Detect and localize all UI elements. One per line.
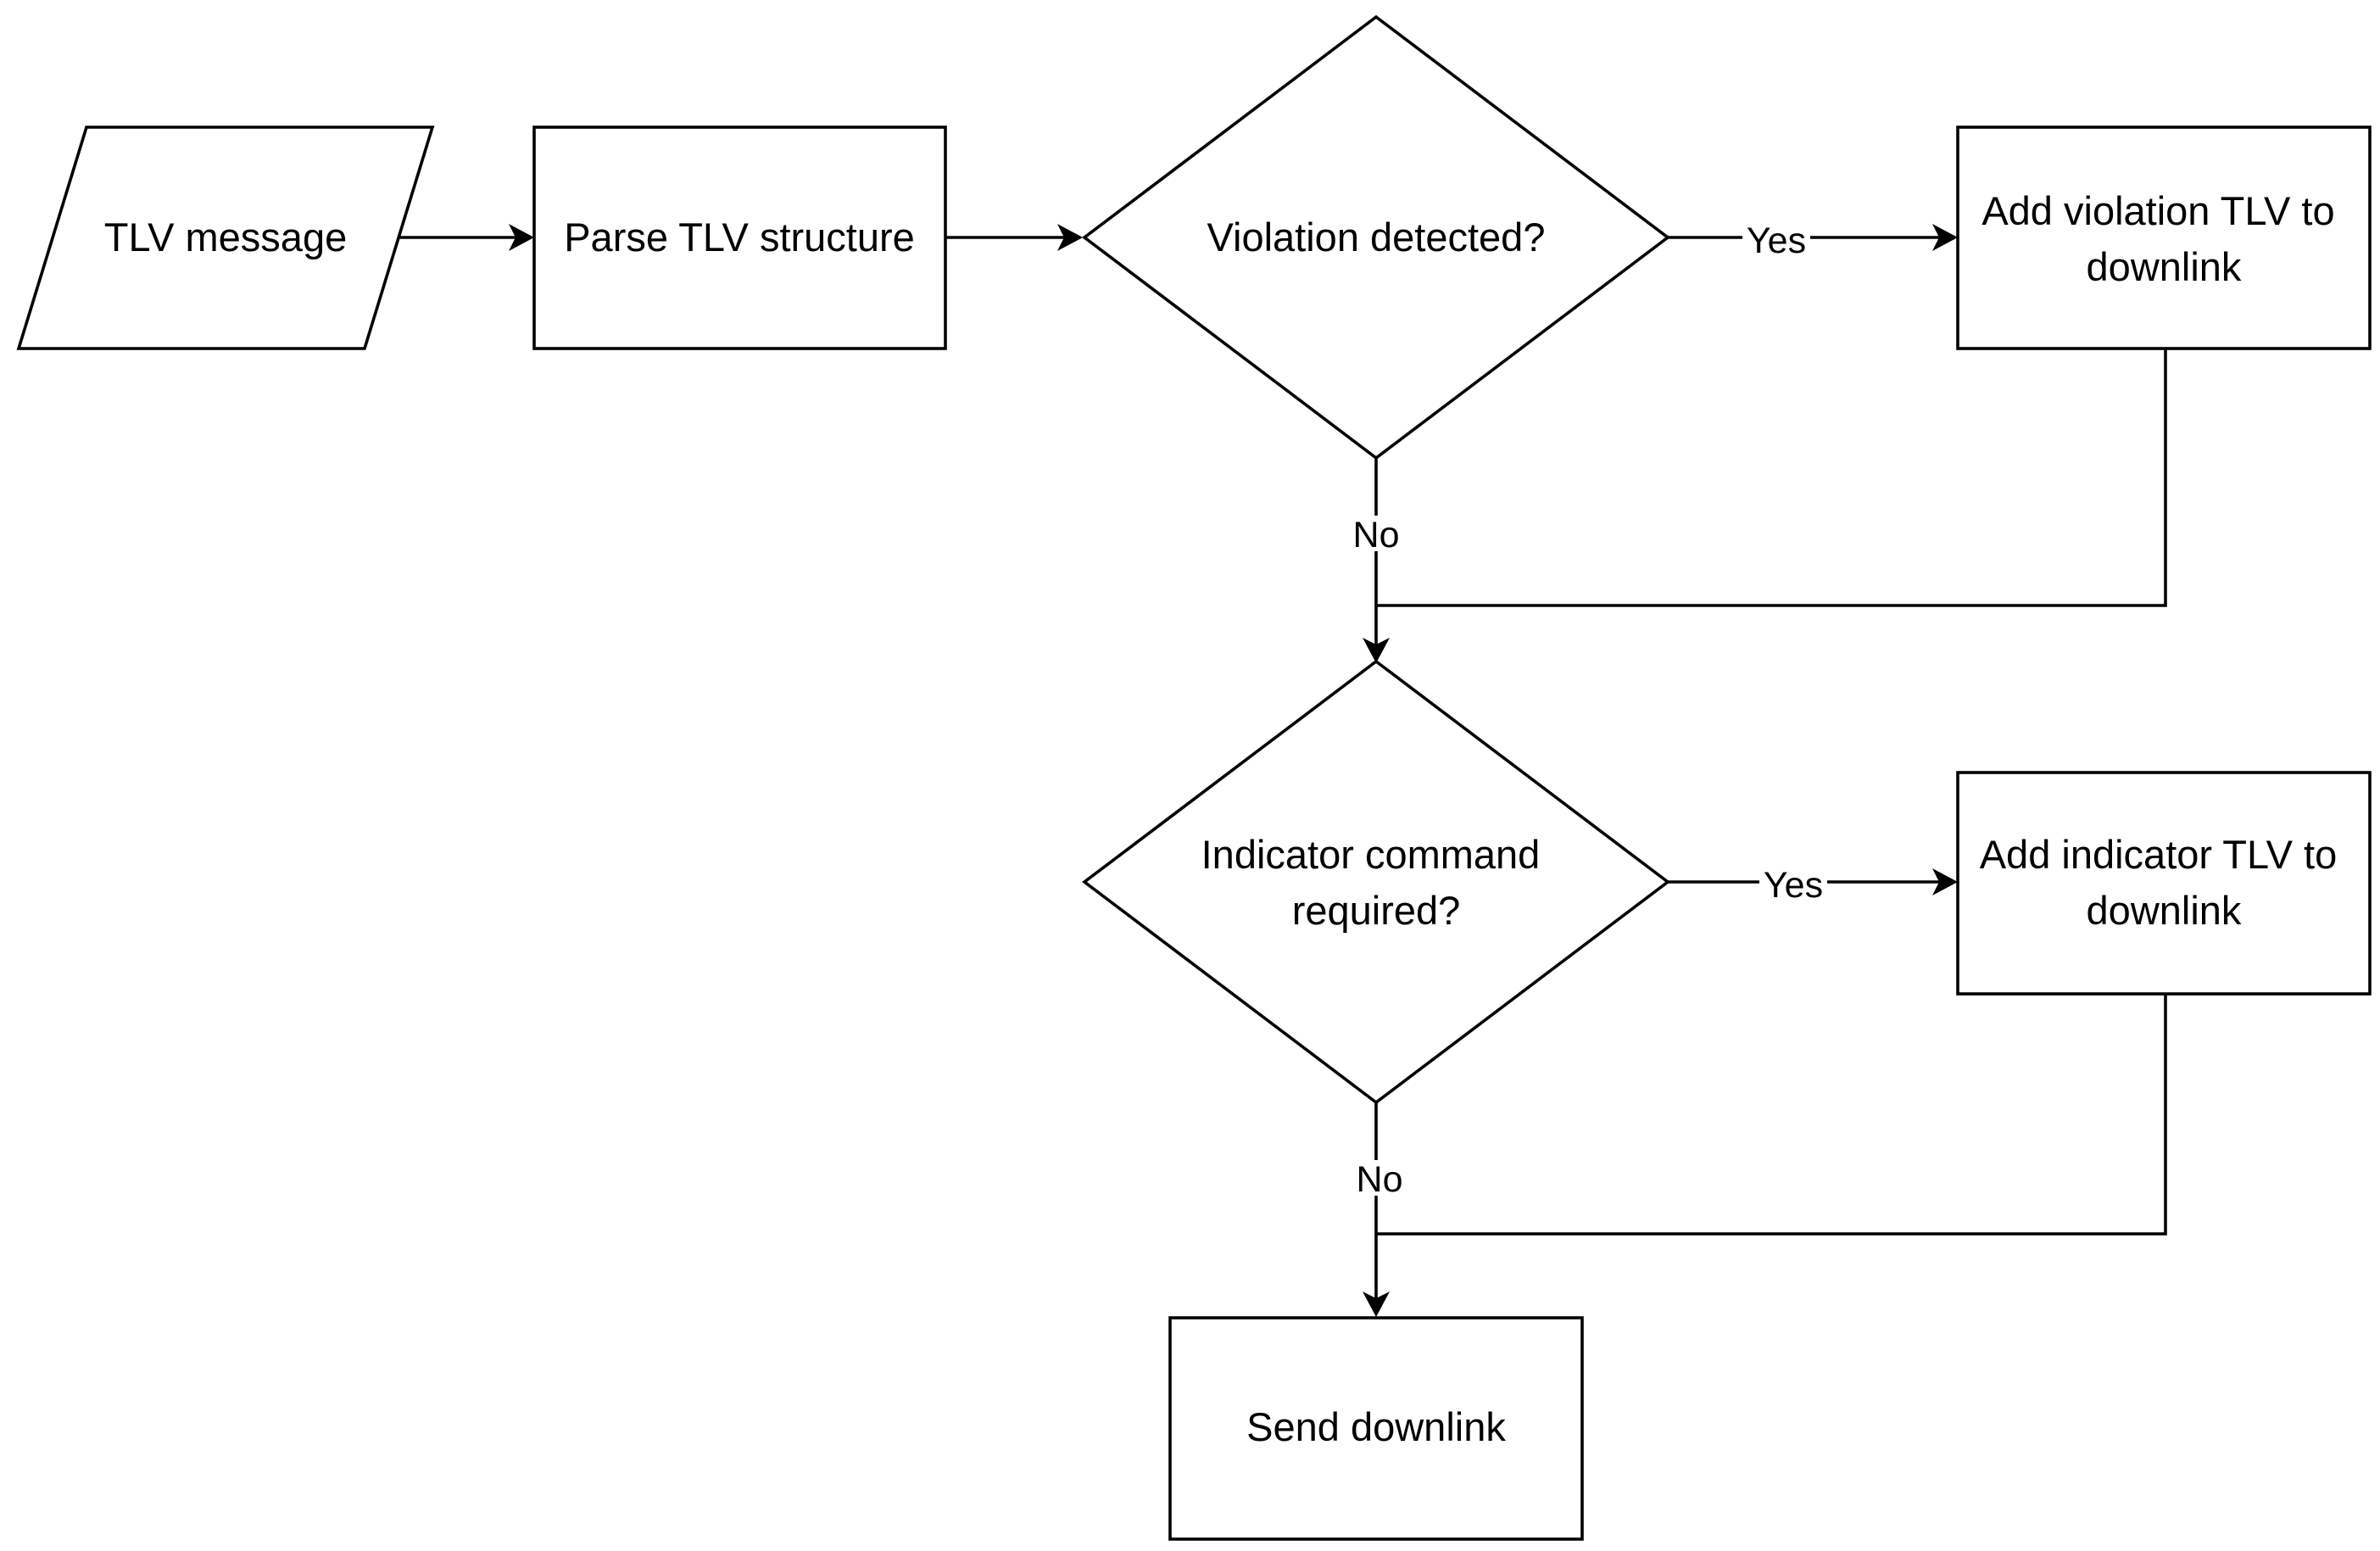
node-label: Parse TLV structure <box>564 215 915 259</box>
process-box <box>532 126 947 350</box>
node-add-violation: Add violation TLV to downlink <box>1956 126 2372 350</box>
node-indicator-required: Indicator command required? <box>1082 659 1670 1105</box>
arrowhead-indicator <box>1363 638 1390 663</box>
node-add-indicator: Add indicator TLV to downlink <box>1956 771 2372 996</box>
node-label: Add violation TLV to downlink <box>1981 188 2345 289</box>
node-label: Send downlink <box>1246 1404 1506 1449</box>
edge-labels: Yes No Yes No <box>1348 220 1827 1200</box>
edge-label-indicator-yes: Yes <box>1764 865 1823 906</box>
node-violation-detected: Violation detected? <box>1082 14 1670 460</box>
node-label: TLV message <box>104 215 347 259</box>
arrowhead-add-violation <box>1932 224 1958 251</box>
edge-label-violation-yes: Yes <box>1747 220 1806 261</box>
arrowhead-send <box>1363 1292 1390 1317</box>
node-tlv-message: TLV message <box>16 126 435 350</box>
node-label: Add indicator TLV to downlink <box>1980 832 2349 933</box>
process-box <box>1956 771 2372 996</box>
edge-add-indicator-merge <box>1376 994 2167 1236</box>
process-box <box>1956 126 2372 350</box>
arrowhead-violation <box>1057 224 1083 251</box>
arrowhead-parse <box>509 224 534 251</box>
input-parallelogram <box>16 126 435 350</box>
process-box <box>1168 1316 1584 1541</box>
edge-add-violation-merge <box>1376 349 2167 607</box>
node-label: Indicator command required? <box>1201 832 1552 933</box>
arrowhead-add-indicator <box>1932 868 1958 895</box>
edges <box>397 224 2167 1317</box>
decision-diamond <box>1082 14 1670 460</box>
node-label: Violation detected? <box>1207 215 1546 259</box>
decision-diamond <box>1082 659 1670 1105</box>
edge-label-indicator-no: No <box>1357 1159 1403 1200</box>
node-send-downlink: Send downlink <box>1168 1316 1584 1541</box>
edge-label-violation-no: No <box>1353 515 1400 555</box>
node-parse-tlv: Parse TLV structure <box>532 126 947 350</box>
